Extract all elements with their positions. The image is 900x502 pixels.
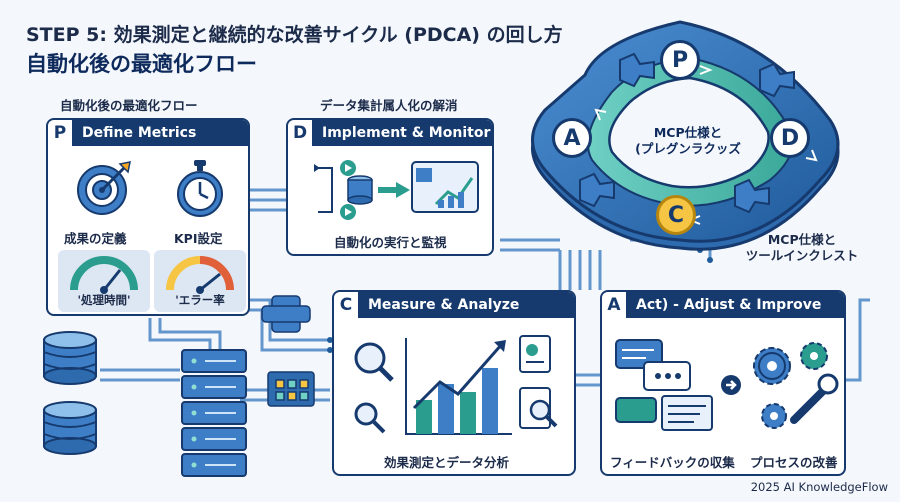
cycle-c-badge: C <box>656 195 696 235</box>
check-card-header: C Measure & Analyze <box>334 292 574 318</box>
plan-item-kpi: KPI設定 <box>174 231 223 246</box>
check-letter: C <box>334 292 358 318</box>
gauge-error-rate-label: 'エラー率 <box>175 293 225 307</box>
pdca-ring <box>531 20 840 251</box>
plan-top-label: 自動化後の最適化フロー <box>60 98 198 113</box>
plan-letter: P <box>48 120 72 146</box>
target-icon <box>77 161 131 215</box>
check-caption: 効果測定とデータ分析 <box>384 455 510 470</box>
gears-wrench-icon <box>753 342 839 429</box>
analysis-chart-icon <box>354 335 558 435</box>
act-card: A Act) - Adjust & Improve フィードバックの収集 プロセ… <box>600 290 846 476</box>
cycle-center-text: MCP仕様と (プレグンラクッズ <box>628 125 748 157</box>
arrow-right-icon <box>721 375 741 395</box>
act-caption-improve: プロセスの改善 <box>750 455 838 470</box>
act-caption-feedback: フィードバックの収集 <box>610 455 735 470</box>
cycle-side-line2: ツールインクレスト <box>745 248 859 263</box>
gauge-processing-time-label: '処理時間' <box>77 293 131 307</box>
check-card: C Measure & Analyze 効果測定とデータ分析 <box>332 290 576 476</box>
gauge-icon <box>70 256 138 294</box>
act-card-header: A Act) - Adjust & Improve <box>602 292 844 318</box>
do-top-label: データ集計属人化の解消 <box>320 98 458 113</box>
feedback-chat-icon <box>615 339 713 431</box>
cycle-a-badge: A <box>552 118 592 158</box>
plan-title: Define Metrics <box>82 125 197 141</box>
do-letter: D <box>288 120 312 146</box>
gauge-icon <box>166 256 234 294</box>
gauge-error-rate: 'エラー率 <box>154 250 246 312</box>
cycle-center-line1: MCP仕様と <box>653 125 723 140</box>
do-title: Implement & Monitor <box>322 125 491 141</box>
plan-item-outcome: 成果の定義 <box>64 231 127 246</box>
copyright-footer: 2025 AI KnowledgeFlow <box>750 480 888 494</box>
cycle-d-badge: D <box>770 118 810 158</box>
page-subtitle: 自動化後の最適化フロー <box>26 52 257 76</box>
circuit-traces <box>100 188 870 402</box>
plan-card-header: P Define Metrics <box>48 120 248 146</box>
cycle-side-text: MCP仕様と ツールインクレスト <box>732 232 872 264</box>
cycle-p-badge: P <box>660 40 700 80</box>
chip <box>267 371 315 407</box>
act-letter: A <box>602 292 626 318</box>
page-title: STEP 5: 効果測定と継続的な改善サイクル (PDCA) の回し方 <box>26 24 563 46</box>
plan-card: P Define Metrics 成果の定義 KPI設定 '処理時間' <box>46 118 250 316</box>
database-cylinders <box>43 331 97 455</box>
act-title: Act) - Adjust & Improve <box>636 297 822 313</box>
cycle-side-line1: MCP仕様と <box>767 232 837 247</box>
stopwatch-icon <box>177 160 223 217</box>
gauge-processing-time: '処理時間' <box>58 250 150 312</box>
do-card-header: D Implement & Monitor <box>288 120 492 146</box>
cycle-center-line2: (プレグンラクッズ <box>635 141 741 156</box>
do-caption: 自動化の実行と監視 <box>334 235 447 250</box>
check-title: Measure & Analyze <box>368 297 520 313</box>
puzzle-connector <box>261 295 311 333</box>
automation-flow-icon <box>314 160 479 220</box>
do-card: D Implement & Monitor 自動化の実行と監視 <box>286 118 494 256</box>
